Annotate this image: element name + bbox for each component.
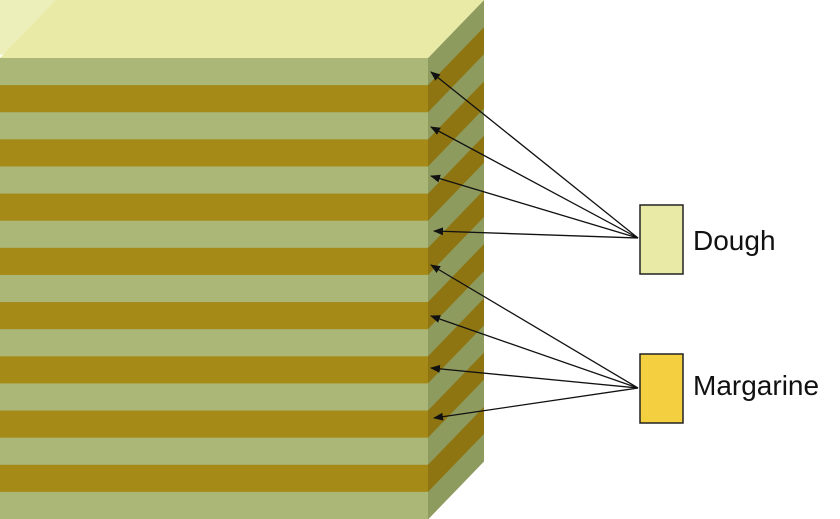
margarine-arrow bbox=[430, 264, 639, 389]
dough-layer-front bbox=[0, 58, 428, 86]
dough-arrow bbox=[433, 227, 639, 239]
margarine-arrow bbox=[430, 315, 639, 389]
margarine-layer-front bbox=[0, 139, 428, 167]
margarine-layer-side bbox=[428, 406, 484, 493]
dough-layer-front bbox=[0, 437, 428, 466]
dough-layer-side bbox=[428, 162, 484, 249]
margarine-layer-front bbox=[0, 410, 428, 439]
margarine-layer-front bbox=[0, 302, 428, 330]
dough-layer-front bbox=[0, 329, 428, 357]
dough-layer-side bbox=[428, 271, 484, 357]
arrow-group bbox=[430, 71, 639, 421]
dough-arrow bbox=[430, 71, 639, 239]
dough-legend-label: Dough bbox=[693, 225, 776, 256]
dough-legend-swatch bbox=[639, 204, 684, 275]
dough-layer-front bbox=[0, 274, 428, 303]
margarine-layer-front bbox=[0, 193, 428, 222]
dough-layer-side bbox=[428, 433, 484, 519]
dough-layer-side bbox=[428, 0, 484, 86]
dough-layer-side bbox=[428, 54, 484, 140]
block-top-face bbox=[0, 0, 484, 58]
dough-layer-side bbox=[428, 379, 484, 466]
margarine-legend-swatch bbox=[639, 353, 684, 424]
dough-layer-side bbox=[428, 216, 484, 303]
dough-arrow bbox=[430, 126, 639, 239]
margarine-arrow bbox=[433, 387, 639, 421]
margarine-layer-front bbox=[0, 464, 428, 493]
margarine-layer-front bbox=[0, 356, 428, 384]
margarine-layer-front bbox=[0, 85, 428, 113]
dough-layer-side bbox=[428, 108, 484, 195]
margarine-layer-front bbox=[0, 247, 428, 276]
margarine-layer-side bbox=[428, 298, 484, 384]
margarine-layer-side bbox=[428, 244, 484, 330]
dough-layer-front bbox=[0, 220, 428, 249]
margarine-layer-side bbox=[428, 135, 484, 222]
dough-layer-front bbox=[0, 166, 428, 195]
block-side-face bbox=[428, 0, 484, 519]
margarine-arrow bbox=[430, 364, 639, 389]
margarine-layer-side bbox=[428, 189, 484, 276]
dough-layer-front bbox=[0, 383, 428, 412]
dough-arrow bbox=[430, 174, 639, 239]
margarine-layer-side bbox=[428, 27, 484, 113]
dough-layer-front bbox=[0, 112, 428, 140]
block-front-face bbox=[0, 58, 428, 519]
dough-layer-front bbox=[0, 491, 428, 519]
dough-layer-side bbox=[428, 325, 484, 412]
margarine-legend-label: Margarine bbox=[693, 370, 820, 401]
